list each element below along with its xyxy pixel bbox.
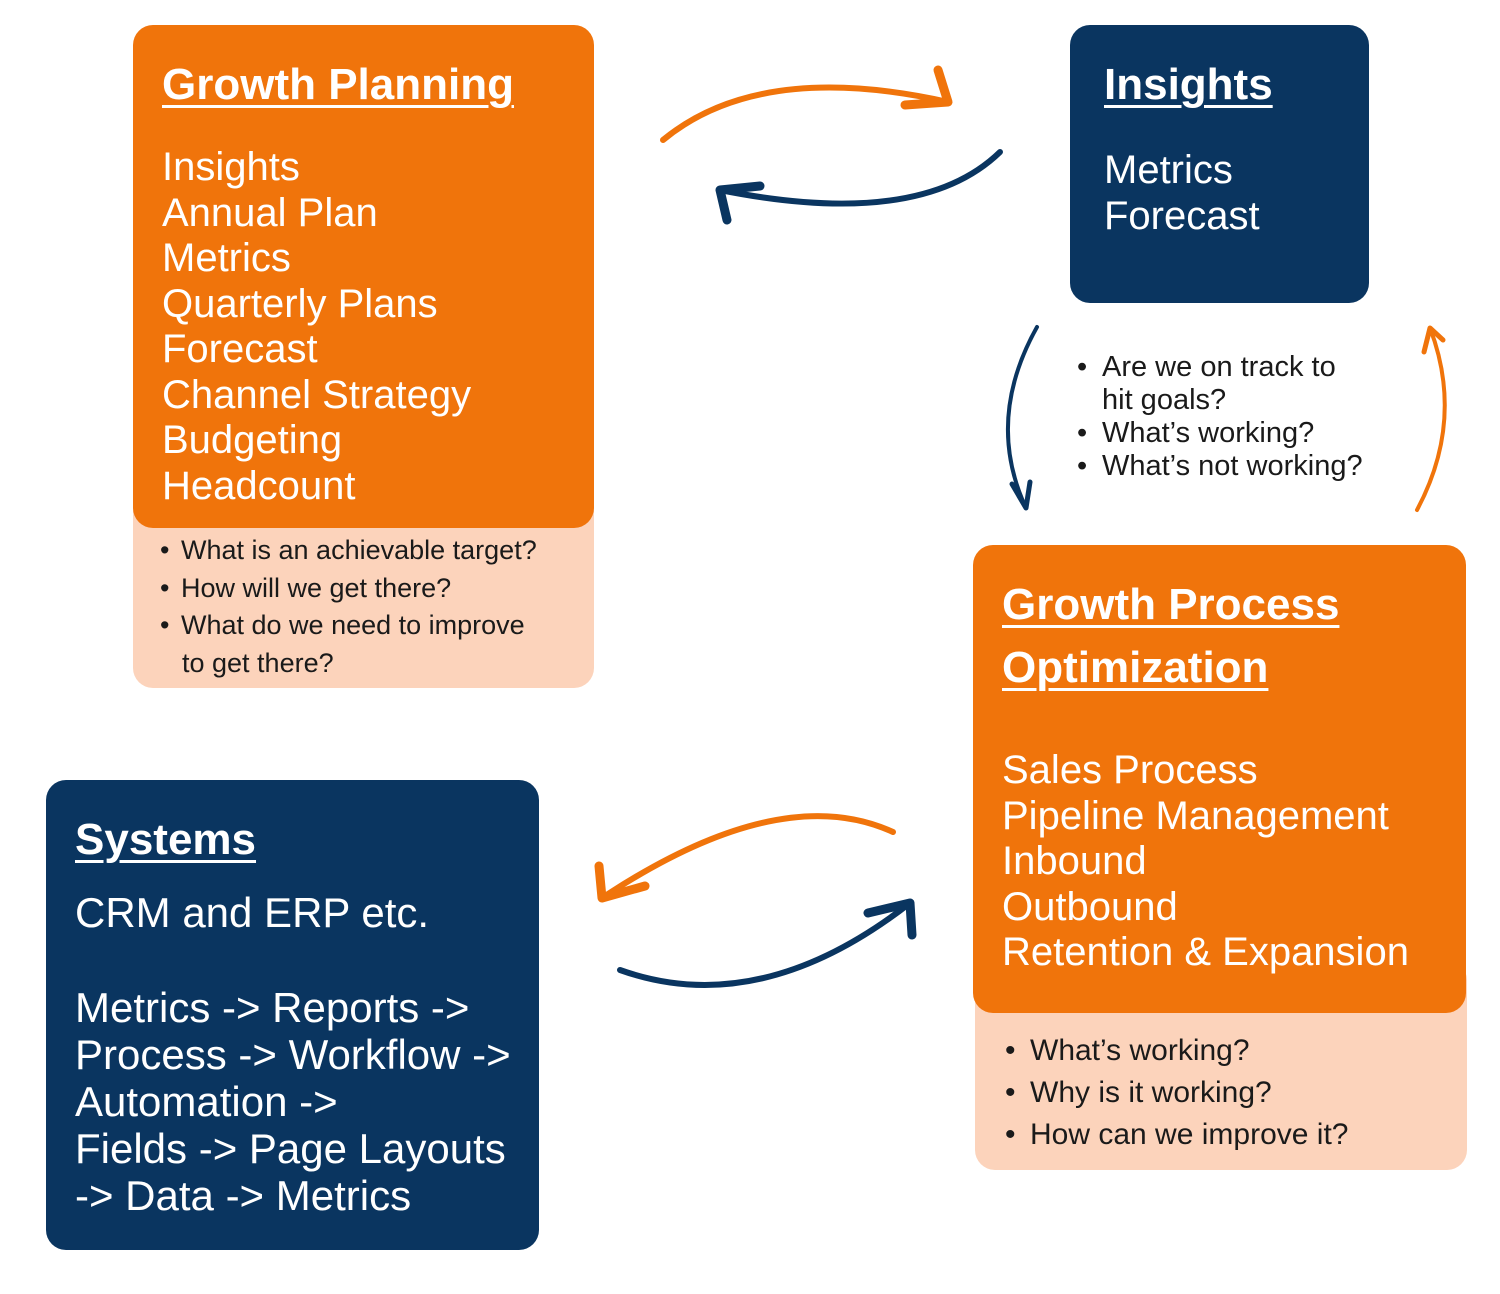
insights-title: Insights	[1104, 60, 1273, 109]
growth-planning-card: Growth Planning Insights Annual Plan Met…	[133, 25, 594, 528]
question: What’s working?	[1005, 1030, 1348, 1072]
growth-process-title-line2: Optimization	[1002, 643, 1269, 692]
item: Forecast	[162, 327, 318, 371]
question: What’s working?	[1077, 417, 1363, 450]
item: Metrics	[162, 236, 291, 280]
item: Channel Strategy	[162, 372, 472, 417]
question: Are we on track to	[1077, 351, 1363, 384]
systems-title: Systems	[75, 815, 257, 864]
item: Headcount	[162, 463, 356, 508]
arrow-insights-to-process-icon	[1005, 325, 1039, 511]
growth-process-card: Growth Process Optimization Sales Proces…	[973, 545, 1466, 1013]
growth-planning-title: Growth Planning	[162, 60, 514, 109]
growth-planning-questions: What is an achievable target? How will w…	[160, 532, 537, 682]
systems-card: Systems CRM and ERP etc. Metrics -> Repo…	[46, 780, 539, 1250]
arrow-process-to-insights-icon	[1415, 325, 1447, 512]
arrow-process-to-systems-icon	[594, 813, 896, 903]
question: Why is it working?	[1005, 1072, 1348, 1114]
growth-planning-items: Insights Annual Plan Metrics Quarterly P…	[162, 145, 471, 509]
growth-process-items: Sales Process Pipeline Management Inboun…	[1002, 748, 1409, 976]
flow-line: Process -> Workflow ->	[75, 1031, 511, 1078]
flow-line: Automation ->	[75, 1078, 338, 1125]
item: Budgeting	[162, 418, 343, 462]
arrow-insights-to-planning-icon	[715, 149, 1003, 225]
item: Insights	[162, 145, 300, 189]
insights-questions: Are we on track to hit goals? What’s wor…	[1077, 351, 1363, 483]
question: What do we need to improve	[160, 607, 537, 645]
item: Quarterly Plans	[162, 281, 438, 326]
flow-line: -> Data -> Metrics	[75, 1172, 412, 1219]
insights-card: Insights Metrics Forecast	[1070, 25, 1369, 303]
question: How can we improve it?	[1005, 1114, 1348, 1156]
systems-subtitle: CRM and ERP etc.	[75, 889, 430, 936]
question-continuation: hit goals?	[1102, 384, 1227, 416]
question: What is an achievable target?	[160, 532, 537, 570]
systems-flow: Metrics -> Reports -> Process -> Workflo…	[75, 984, 511, 1219]
item: Outbound	[1002, 884, 1178, 929]
growth-process-questions: What’s working? Why is it working? How c…	[1005, 1030, 1348, 1156]
item: Forecast	[1104, 193, 1260, 238]
insights-items: Metrics Forecast	[1104, 147, 1260, 238]
item: Inbound	[1002, 839, 1147, 883]
item: Pipeline Management	[1002, 793, 1389, 838]
flow-line: Fields -> Page Layouts	[75, 1125, 506, 1172]
item: Retention & Expansion	[1002, 930, 1409, 974]
growth-process-title-line1: Growth Process	[1002, 580, 1340, 629]
item: Sales Process	[1002, 748, 1258, 792]
item: Metrics	[1104, 148, 1233, 192]
arrow-systems-to-process-icon	[617, 898, 917, 988]
arrow-planning-to-insights-icon	[660, 65, 953, 143]
flow-line: Metrics -> Reports ->	[75, 984, 470, 1031]
question-continuation: to get there?	[182, 647, 334, 678]
question: What’s not working?	[1077, 450, 1363, 483]
question: How will we get there?	[160, 570, 537, 608]
item: Annual Plan	[162, 190, 378, 235]
